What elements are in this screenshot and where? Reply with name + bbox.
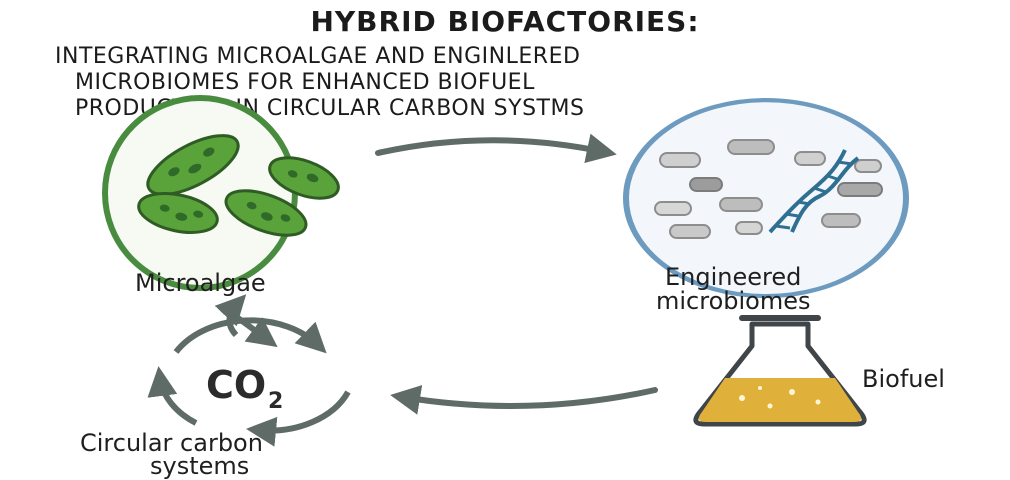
flask-icon bbox=[693, 315, 867, 427]
subtitle-line-1: INTEGRATING MICROALGAE AND ENGINLERED bbox=[55, 44, 581, 69]
subtitle-line-2: MICROBIOMES FOR ENHANCED BIOFUEL bbox=[75, 70, 535, 95]
microalgae-icon bbox=[102, 95, 340, 291]
dna-icon bbox=[768, 149, 860, 234]
biofuel-label: Biofuel bbox=[862, 365, 945, 393]
co2-cycle-icon: CO 2 bbox=[147, 317, 351, 447]
microbiomes-label-line-1: Engineered bbox=[665, 263, 802, 291]
co2-label: CO bbox=[206, 363, 266, 407]
microalgae-label: Microalgae bbox=[135, 269, 266, 297]
carbon-label-line-2: systems bbox=[150, 452, 250, 480]
microbes-icon bbox=[623, 97, 909, 299]
arrow-to-microalgae bbox=[214, 294, 278, 348]
co2-subscript: 2 bbox=[268, 389, 283, 414]
microbiomes-label-line-2: microbiomes bbox=[656, 287, 811, 315]
diagram-title: HYBRID BIOFACTORIES: bbox=[310, 5, 700, 38]
algae-cells-icon bbox=[137, 134, 340, 237]
arrow-to-carbon bbox=[390, 385, 658, 415]
arrow-to-microbiomes bbox=[375, 133, 617, 164]
carbon-label-line-1: Circular carbon bbox=[80, 429, 263, 457]
